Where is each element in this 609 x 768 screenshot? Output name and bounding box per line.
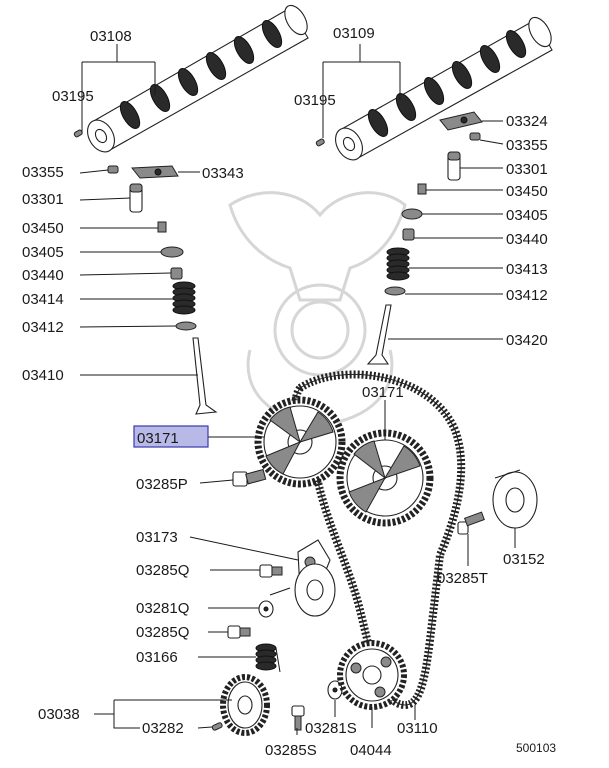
label-spring-seat-right: 03412 bbox=[506, 287, 548, 304]
label-valve-seal-left: 03440 bbox=[22, 267, 64, 284]
label-tensioner-spring: 03166 bbox=[136, 649, 178, 666]
rocker-pivot-left bbox=[107, 165, 119, 174]
label-rocker-pivot-right: 03355 bbox=[506, 137, 548, 154]
label-sprocket-right: 03171 bbox=[362, 384, 404, 401]
tensioner-pulley bbox=[492, 469, 538, 529]
label-retainer-lock-left: 03450 bbox=[22, 220, 64, 237]
camshaft-exhaust bbox=[335, 16, 553, 161]
label-tensioner-arm: 03173 bbox=[136, 529, 178, 546]
retainer-lock-right bbox=[417, 183, 427, 195]
camshaft-sprocket-left bbox=[254, 396, 346, 488]
bolt-q1 bbox=[259, 564, 283, 578]
label-retainer-lock-right: 03450 bbox=[506, 183, 548, 200]
rocker-arm-right bbox=[439, 111, 483, 131]
label-idler-pulley: 04044 bbox=[350, 742, 392, 759]
timing-belt bbox=[291, 370, 466, 710]
label-rocker-pivot-left: 03355 bbox=[22, 164, 64, 181]
label-washer-q: 03281Q bbox=[136, 600, 189, 617]
label-bolt-t: 03285T bbox=[437, 570, 488, 587]
label-bolt-s: 03285S bbox=[265, 742, 317, 759]
label-valve-seal-right: 03440 bbox=[506, 231, 548, 248]
label-timing-belt: 03110 bbox=[397, 720, 438, 737]
washer-q bbox=[258, 600, 274, 618]
label-rocker-arm-right: 03324 bbox=[506, 113, 548, 130]
spring-retainer-left bbox=[160, 246, 184, 258]
label-valve-intake: 03410 bbox=[22, 367, 64, 384]
tensioner-spring bbox=[255, 643, 281, 673]
label-valve-spring-right: 03413 bbox=[506, 261, 548, 278]
idler-pulley bbox=[337, 640, 407, 710]
camshaft-sprocket-right bbox=[336, 429, 434, 527]
tensioner-pulley-small bbox=[269, 563, 336, 617]
lash-adjuster-left bbox=[129, 183, 143, 213]
label-sprocket-highlight: 03171 bbox=[137, 430, 179, 447]
label-crank-sprocket: 03038 bbox=[38, 706, 80, 723]
sprocket-bolt bbox=[232, 468, 267, 487]
pin-right bbox=[315, 138, 325, 147]
label-pin-right: 03195 bbox=[294, 92, 336, 109]
label-rocker-arm-left: 03343 bbox=[202, 165, 244, 182]
reference-number: 500103 bbox=[516, 741, 556, 755]
label-lash-adjuster-right: 03301 bbox=[506, 161, 548, 178]
label-camshaft-exhaust: 03109 bbox=[333, 25, 375, 42]
valve-exhaust bbox=[366, 304, 392, 365]
woodruff-key bbox=[211, 722, 223, 731]
rocker-arm-left bbox=[130, 165, 179, 179]
label-sprocket-bolt: 03285P bbox=[136, 476, 188, 493]
bolt-t bbox=[457, 511, 485, 535]
valve-seal-left bbox=[170, 267, 183, 280]
label-spring-retainer-right: 03405 bbox=[506, 207, 548, 224]
label-washer-s: 03281S bbox=[305, 720, 357, 737]
highlight-box bbox=[133, 425, 209, 448]
label-spring-retainer-left: 03405 bbox=[22, 244, 64, 261]
label-camshaft-intake: 03108 bbox=[90, 28, 132, 45]
spring-seat-left bbox=[175, 321, 197, 331]
bolt-s bbox=[291, 705, 305, 731]
label-tensioner-pulley: 03152 bbox=[503, 551, 545, 568]
valve-spring-right bbox=[386, 247, 410, 281]
rocker-pivot-right bbox=[469, 132, 481, 141]
retainer-lock-left bbox=[157, 221, 167, 233]
labels: 03108 03109 03195 03195 03355 03343 0330… bbox=[22, 25, 556, 759]
valve-spring-left bbox=[172, 281, 196, 315]
crankshaft-sprocket bbox=[220, 674, 270, 736]
valve-seal-right bbox=[402, 228, 415, 241]
label-lash-adjuster-left: 03301 bbox=[22, 191, 64, 208]
bolt-q2 bbox=[227, 625, 251, 639]
spring-retainer-right bbox=[401, 208, 423, 220]
leader-lines bbox=[79, 44, 516, 735]
lash-adjuster-right bbox=[447, 151, 461, 181]
label-bolt-q1: 03285Q bbox=[136, 562, 189, 579]
label-valve-spring-left: 03414 bbox=[22, 291, 64, 308]
valve-intake bbox=[192, 337, 218, 415]
label-pin-left: 03195 bbox=[52, 88, 94, 105]
camshaft-intake bbox=[87, 4, 309, 153]
label-spring-seat-left: 03412 bbox=[22, 319, 64, 336]
label-valve-exhaust: 03420 bbox=[506, 332, 548, 349]
label-bolt-q2: 03285Q bbox=[136, 624, 189, 641]
label-key: 03282 bbox=[142, 720, 184, 737]
spring-seat-right bbox=[384, 286, 406, 296]
